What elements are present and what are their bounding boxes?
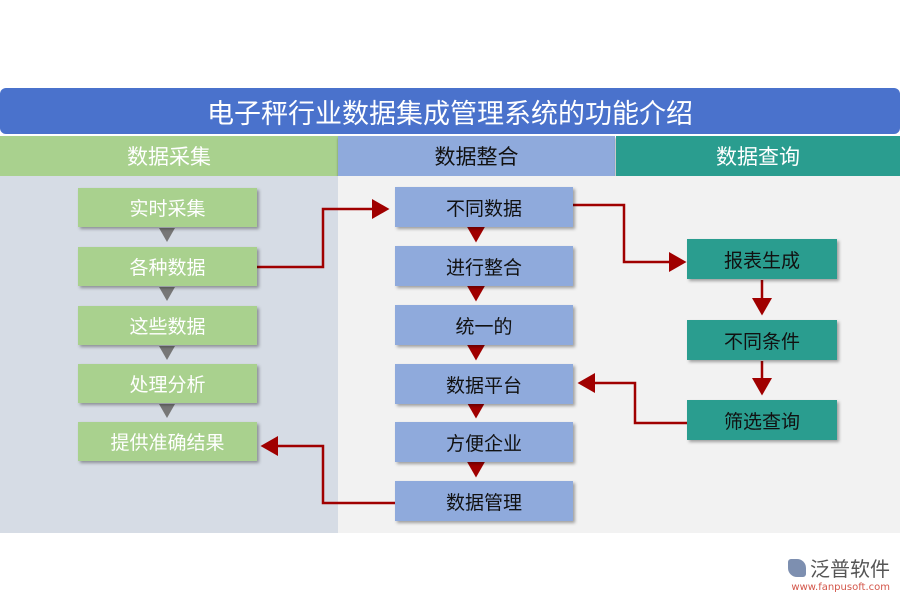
header-data-integration: 数据整合 <box>338 136 615 176</box>
header-data-collection: 数据采集 <box>0 136 338 176</box>
box-report-generation: 报表生成 <box>687 239 837 279</box>
page-title: 电子秤行业数据集成管理系统的功能介绍 <box>0 88 900 134</box>
box-data-management: 数据管理 <box>395 481 573 521</box>
box-processing-analysis: 处理分析 <box>78 364 257 403</box>
logo-icon <box>788 558 806 577</box>
box-different-conditions: 不同条件 <box>687 320 837 360</box>
logo: 泛普软件 www.fanpusoft.com <box>760 553 890 593</box>
logo-url: www.fanpusoft.com <box>791 582 890 593</box>
logo-name: 泛普软件 <box>810 557 890 581</box>
box-realtime-collection: 实时采集 <box>78 188 257 227</box>
box-unified: 统一的 <box>395 305 573 345</box>
header-data-query: 数据查询 <box>616 136 900 176</box>
box-convenient-enterprise: 方便企业 <box>395 422 573 462</box>
box-data-platform: 数据平台 <box>395 364 573 404</box>
box-various-data: 各种数据 <box>78 247 257 286</box>
box-integrate: 进行整合 <box>395 246 573 286</box>
box-these-data: 这些数据 <box>78 306 257 345</box>
box-filter-query: 筛选查询 <box>687 400 837 440</box>
box-accurate-results: 提供准确结果 <box>78 422 257 461</box>
box-different-data: 不同数据 <box>395 187 573 227</box>
